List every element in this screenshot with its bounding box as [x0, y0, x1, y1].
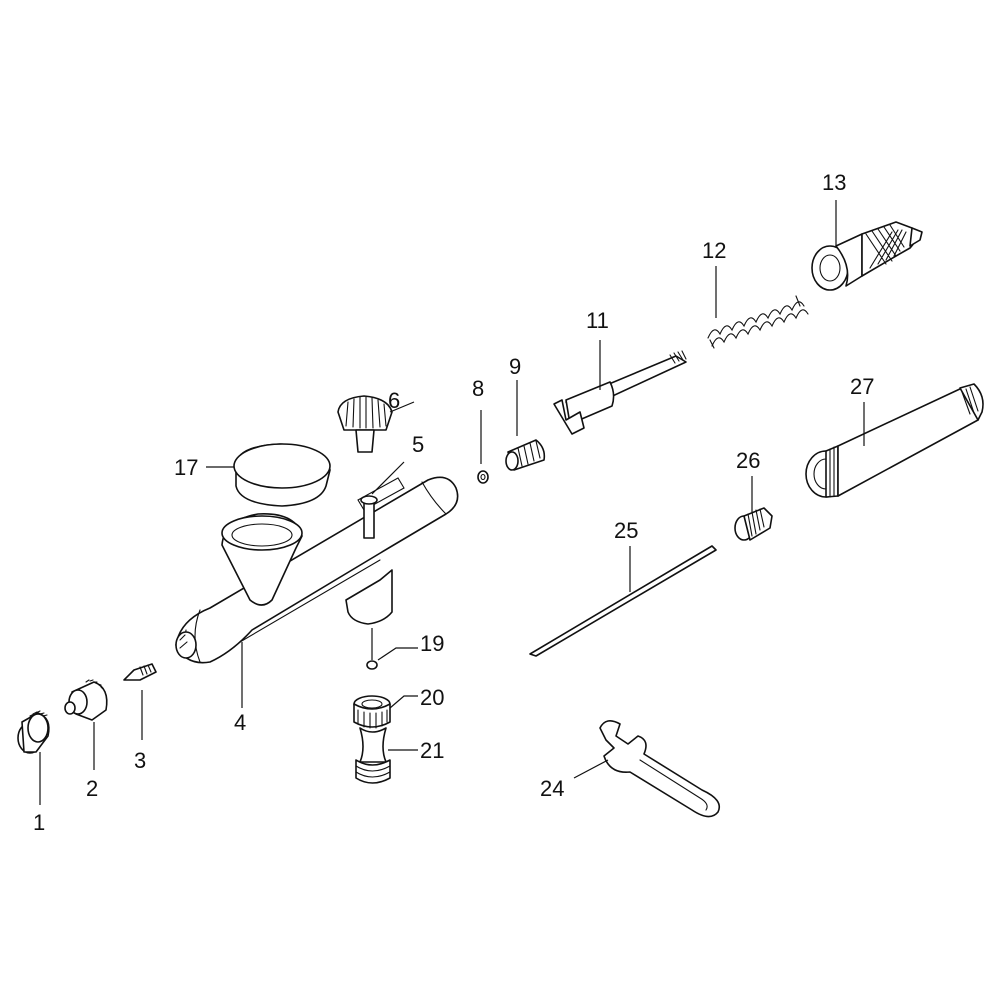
label-2: 2	[86, 776, 98, 801]
part-2-nozzle-body	[64, 679, 108, 721]
part-25-needle	[529, 545, 717, 657]
label-19: 19	[420, 631, 444, 656]
label-27: 27	[850, 374, 874, 399]
leader-20	[389, 695, 418, 709]
label-13: 13	[822, 170, 846, 195]
label-6: 6	[388, 388, 400, 413]
part-8-small-ring	[477, 470, 489, 484]
part-11-needle-chuck-guide	[553, 350, 687, 435]
label-3: 3	[134, 748, 146, 773]
part-1-nozzle-cap	[17, 710, 50, 754]
part-12-spring	[707, 295, 809, 349]
part-20-valve-nut	[353, 695, 391, 729]
part-17-cup-lid	[233, 443, 331, 507]
leader-6	[389, 401, 415, 413]
part-13-needle-chuck-nut	[811, 221, 923, 291]
label-11: 11	[586, 308, 609, 333]
part-19-o-ring	[366, 660, 378, 670]
label-8: 8	[472, 376, 484, 401]
part-6-trigger-button	[337, 395, 393, 453]
label-12: 12	[702, 238, 726, 263]
part-9-packing-screw	[505, 439, 546, 471]
part-27-handle	[805, 383, 984, 498]
label-24: 24	[540, 776, 564, 801]
label-1: 1	[33, 810, 45, 835]
part-26-needle-chuck-cap	[734, 507, 773, 541]
label-25: 25	[614, 518, 638, 543]
label-4: 4	[234, 710, 246, 735]
label-20: 20	[420, 685, 444, 710]
part-5-trigger-pin	[360, 495, 378, 539]
label-9: 9	[509, 354, 521, 379]
label-21: 21	[420, 738, 444, 763]
leader-19	[377, 647, 418, 661]
part-3-nozzle-tip	[123, 663, 157, 681]
part-24-wrench	[599, 720, 721, 818]
label-26: 26	[736, 448, 760, 473]
label-17: 17	[174, 455, 198, 480]
label-5: 5	[412, 432, 424, 457]
leader-5	[371, 461, 405, 495]
leader-24	[573, 759, 609, 779]
part-4-airbrush-body	[175, 476, 459, 664]
part-21-hose-connector	[355, 727, 391, 784]
